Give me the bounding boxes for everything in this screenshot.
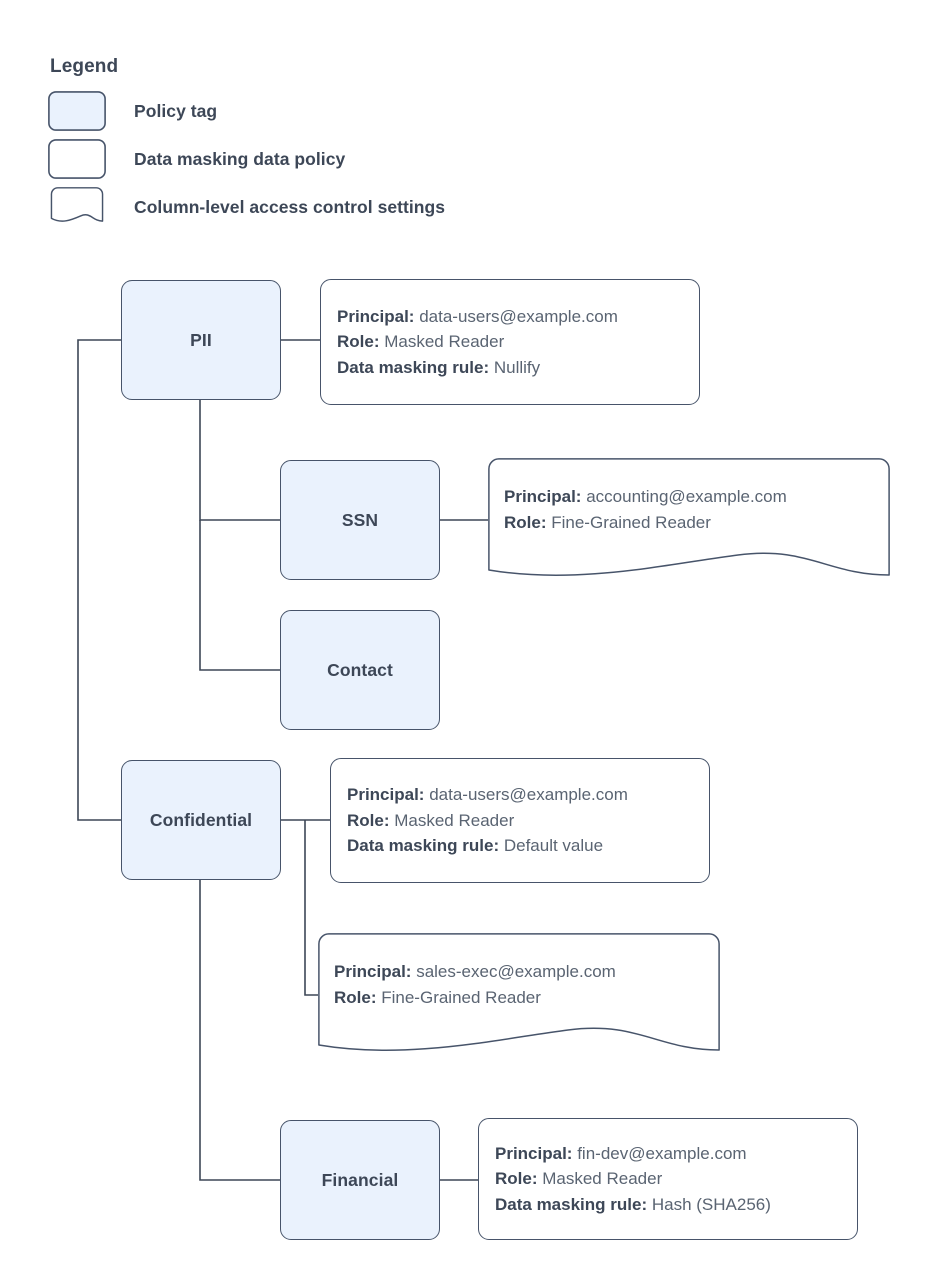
policy-value: Default value [503, 836, 604, 856]
policy-tag-node-contact[interactable]: Contact [280, 610, 440, 730]
policy-value: accounting@example.com [586, 487, 787, 506]
policy-key: Role: [347, 810, 390, 830]
policy-tag-node-financial[interactable]: Financial [280, 1120, 440, 1240]
policy-tag-label: PII [190, 329, 212, 350]
column-access-policy-box-ssn[interactable]: Principal: accounting@example.com Role: … [488, 458, 890, 586]
policy-value: Nullify [493, 357, 541, 377]
policy-key: Role: [337, 332, 380, 352]
policy-key: Role: [504, 512, 547, 532]
policy-key: Principal: [347, 785, 425, 805]
policy-value: data-users@example.com [419, 306, 618, 326]
policy-tag-node-pii[interactable]: PII [121, 280, 281, 400]
policy-value: Masked Reader [394, 810, 515, 830]
policy-value: fin-dev@example.com [577, 1143, 747, 1163]
policy-key: Data masking rule: [337, 357, 490, 377]
legend-item-column-access: Column-level access control settings [48, 183, 445, 231]
connector-pii-to-ssn [199, 400, 280, 521]
policy-line: Role: Masked Reader [495, 1166, 841, 1192]
policy-value: Hash (SHA256) [651, 1194, 771, 1214]
policy-tag-node-ssn[interactable]: SSN [280, 460, 440, 580]
policy-key: Data masking rule: [347, 836, 500, 856]
legend: Legend Policy tag Data masking data poli… [48, 56, 445, 231]
data-masking-policy-box-confidential[interactable]: Principal: data-users@example.com Role: … [330, 758, 710, 883]
policy-line: Role: Fine-Grained Reader [334, 985, 706, 1011]
policy-tag-label: Confidential [149, 809, 253, 830]
policy-value: Fine-Grained Reader [381, 987, 541, 1007]
policy-value: Fine-Grained Reader [551, 512, 711, 532]
policy-tag-label: SSN [341, 509, 379, 530]
legend-item-label: Policy tag [134, 100, 218, 121]
policy-text-block: Principal: sales-exec@example.com Role: … [334, 959, 706, 1010]
policy-key: Principal: [334, 962, 412, 981]
column-access-policy-box-confidential[interactable]: Principal: sales-exec@example.com Role: … [318, 933, 720, 1061]
policy-key: Data masking rule: [495, 1194, 648, 1214]
policy-key: Principal: [495, 1143, 573, 1163]
policy-line: Data masking rule: Default value [347, 833, 693, 859]
legend-item-label: Data masking data policy [134, 148, 346, 169]
data-masking-policy-box-pii[interactable]: Principal: data-users@example.com Role: … [320, 279, 700, 405]
policy-key: Role: [334, 987, 377, 1007]
policy-tag-swatch-icon [48, 87, 106, 135]
legend-item-label: Column-level access control settings [134, 196, 446, 217]
connector-confidential-to-access-policy [304, 820, 318, 996]
legend-item-policy-tag: Policy tag [48, 87, 445, 135]
policy-value: Masked Reader [384, 332, 505, 352]
connector-pii-to-contact [199, 520, 280, 671]
policy-line: Principal: accounting@example.com [504, 484, 876, 510]
connector-confidential-to-financial [199, 880, 280, 1181]
policy-line: Role: Fine-Grained Reader [504, 510, 876, 536]
policy-tag-node-confidential[interactable]: Confidential [121, 760, 281, 880]
policy-value: data-users@example.com [429, 785, 628, 805]
legend-title: Legend [50, 56, 119, 77]
policy-line: Principal: data-users@example.com [347, 782, 693, 808]
data-masking-swatch-icon [48, 135, 106, 183]
policy-value: Masked Reader [542, 1169, 663, 1189]
policy-tag-label: Contact [327, 659, 393, 680]
policy-tag-label: Financial [321, 1169, 399, 1190]
policy-line: Role: Masked Reader [337, 329, 683, 355]
policy-value: sales-exec@example.com [416, 962, 616, 981]
legend-item-data-masking: Data masking data policy [48, 135, 445, 183]
policy-line: Data masking rule: Nullify [337, 355, 683, 381]
policy-line: Principal: sales-exec@example.com [334, 959, 706, 985]
policy-line: Data masking rule: Hash (SHA256) [495, 1192, 841, 1218]
policy-line: Principal: fin-dev@example.com [495, 1141, 841, 1167]
policy-line: Role: Masked Reader [347, 808, 693, 834]
column-access-swatch-icon [48, 183, 106, 231]
policy-key: Role: [495, 1169, 538, 1189]
policy-text-block: Principal: accounting@example.com Role: … [504, 484, 876, 535]
connector-trunk-pii-confidential [77, 339, 121, 821]
data-masking-policy-box-financial[interactable]: Principal: fin-dev@example.com Role: Mas… [478, 1118, 858, 1240]
policy-line: Principal: data-users@example.com [337, 304, 683, 330]
policy-key: Principal: [337, 306, 415, 326]
policy-key: Principal: [504, 487, 582, 506]
